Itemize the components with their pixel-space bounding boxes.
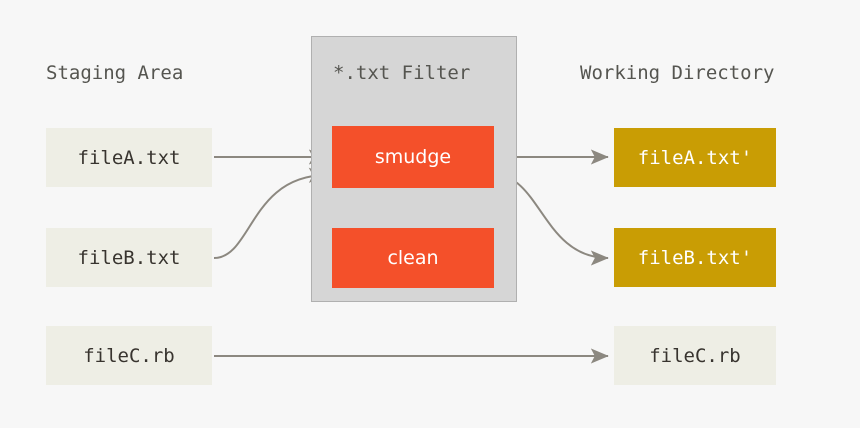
staging-file-fileB-txt[interactable]: fileB.txt xyxy=(46,228,212,287)
edge-fileB-to-smudge xyxy=(213,167,327,259)
staging-file-fileC-rb[interactable]: fileC.rb xyxy=(46,326,212,385)
column-header-staging-area: Staging Area xyxy=(46,62,184,84)
working-file-fileB-txt-prime[interactable]: fileB.txt' xyxy=(614,228,776,287)
filter-panel-title: *.txt Filter xyxy=(333,62,471,84)
staging-file-fileA-txt[interactable]: fileA.txt xyxy=(46,128,212,187)
filter-op-smudge[interactable]: smudge xyxy=(332,126,494,188)
column-header-working-directory: Working Directory xyxy=(580,62,775,84)
working-file-fileA-txt-prime[interactable]: fileA.txt' xyxy=(614,128,776,187)
filter-op-clean[interactable]: clean xyxy=(332,228,494,288)
working-file-fileC-rb[interactable]: fileC.rb xyxy=(614,326,776,385)
